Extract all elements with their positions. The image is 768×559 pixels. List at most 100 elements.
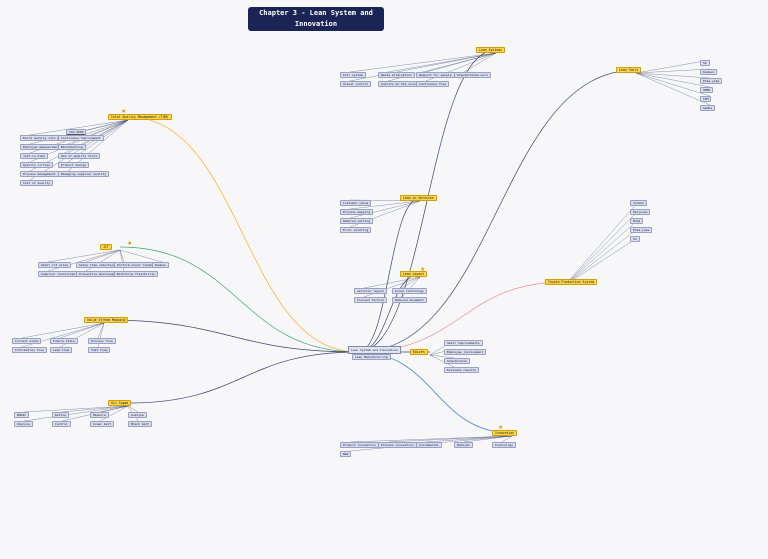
tqm-item: Managing supplier quality <box>58 171 110 177</box>
tqm-item: Product design <box>58 162 90 168</box>
value_stream-item: Information flow <box>12 347 47 353</box>
lean_tools-item-connector <box>635 72 711 97</box>
value_stream-item-connector <box>97 322 105 339</box>
lean_tools-item: Gemba <box>700 105 716 111</box>
six_sigma-item: Green belt <box>90 421 115 427</box>
lean_layout-item-connector <box>363 276 421 289</box>
tps-hub: Toyota Production System <box>545 279 598 285</box>
six_sigma-hub: Six Sigma <box>108 400 132 406</box>
innovation-item: Product innovation <box>340 442 379 448</box>
jit-item: Small lot sizes <box>38 262 72 268</box>
lean_in_services-hub: Lean in Services <box>400 195 437 201</box>
lean_layout-item-connector <box>401 276 421 289</box>
tqm-item-connector <box>29 119 129 181</box>
six_sigma-item-connector <box>23 405 129 413</box>
kaizen-item: Standardize <box>444 358 470 364</box>
jit-item-connector <box>85 249 121 263</box>
six_sigma-item: Define <box>52 412 69 418</box>
lean_systems-connector <box>357 49 497 353</box>
tps-item-connector <box>564 235 641 286</box>
six_sigma-item: DMAIC <box>14 412 30 418</box>
jit-item: Setup time reduction <box>76 262 119 268</box>
lightbulb-icon: ★ <box>121 108 127 115</box>
jit-item-connector <box>47 249 121 263</box>
lean_layout-item: Reduced movement <box>392 297 427 303</box>
tps-item: Poka-yoke <box>630 227 653 233</box>
tqm-connector <box>127 116 359 353</box>
innovation-item-connector <box>425 435 513 443</box>
tps-item: Muda <box>630 218 644 224</box>
tqm-item: Benchmarking <box>58 144 86 150</box>
lean_systems-item-connector <box>463 52 497 73</box>
innovation-hub: Innovation <box>492 430 518 436</box>
lightbulb-icon: ★ <box>127 240 133 247</box>
tqm-tag: ISO 9000 <box>66 129 87 135</box>
lean_tools-item-connector <box>635 72 711 88</box>
six_sigma-item: Black belt <box>128 421 153 427</box>
page-title: Chapter 3 - Lean System and Innovation <box>248 7 384 31</box>
lean_tools-item: SMED <box>700 87 714 93</box>
tqm-item: Continuous improvement <box>58 135 104 141</box>
lean_systems-item-connector <box>387 52 497 73</box>
lean_tools-item: TPM <box>700 96 712 102</box>
six_sigma-item-connector <box>61 405 129 413</box>
lean_in_services-item-connector <box>349 200 421 219</box>
innovation-connector <box>357 351 513 434</box>
jit-item: Workforce flexibility <box>114 271 158 277</box>
value_stream-item: Lead time <box>50 347 73 353</box>
lean_systems-item: Respect for people <box>416 72 455 78</box>
six_sigma-item: Improve <box>14 421 33 427</box>
lightbulb-icon: ★ <box>420 266 426 273</box>
six_sigma-connector <box>127 351 359 404</box>
lean_tools-item-connector <box>635 59 711 74</box>
lean_layout-item: Cellular layout <box>354 288 388 294</box>
value_stream-item: Takt time <box>88 347 111 353</box>
tqm-item-connector <box>29 119 129 136</box>
value_stream-item: Future state <box>50 338 78 344</box>
tps-item: 5S <box>630 236 640 242</box>
value_stream-hub: Value Stream Mapping <box>84 317 129 323</box>
value_stream-item: Process flow <box>88 338 116 344</box>
lean_systems-item: Standardized work <box>454 72 491 78</box>
lightbulb-icon: ★ <box>498 424 504 431</box>
lean_layout-hub: Lean Layout <box>400 271 428 277</box>
lean_in_services-item: Customer value <box>340 200 372 206</box>
lean_systems-item: Pull system <box>340 72 366 78</box>
lean_systems-item: Visual control <box>340 81 372 87</box>
jit-connector <box>119 246 359 353</box>
innovation-item: R&D <box>340 451 352 457</box>
lean_tools-connector <box>357 69 637 353</box>
innovation-item-connector <box>349 435 513 443</box>
lean_tools-item: 5S <box>700 60 710 66</box>
central-topic: Lean System and Innovation <box>348 346 401 354</box>
value_stream-item-connector <box>59 322 105 339</box>
lean_layout-connector <box>357 273 421 353</box>
lean_tools-item-connector <box>635 72 711 79</box>
tps-item-connector <box>564 217 641 286</box>
lean_systems-hub: Lean Systems <box>476 47 506 53</box>
tps-item: Heijunka <box>630 209 651 215</box>
lean_in_services-connector <box>357 197 421 353</box>
lean_in_services-item: Process mapping <box>340 209 374 215</box>
lean_tools-item: Kanban <box>700 69 717 75</box>
six_sigma-item: Measure <box>90 412 109 418</box>
lean_tools-item-connector <box>635 68 711 74</box>
value_stream-item-connector <box>21 322 105 339</box>
tqm-hub: Total Quality Management (TQM) <box>108 114 172 120</box>
innovation-item: Incremental <box>416 442 442 448</box>
central-subtopic: Lean Manufacturing <box>352 354 391 360</box>
tqm-item: Use of quality tools <box>58 153 101 159</box>
kaizen-item: Evaluate results <box>444 367 479 373</box>
lean_layout-item: Group technology <box>392 288 427 294</box>
six_sigma-item: Control <box>52 421 71 427</box>
kaizen-item: Small improvements <box>444 340 483 346</box>
tps-item-connector <box>564 226 641 286</box>
jit-item-connector <box>119 249 163 263</box>
tqm-item: Just-in-time <box>20 153 48 159</box>
lean_in_services-item: Error proofing <box>340 227 372 233</box>
six_sigma-item-connector <box>23 405 129 422</box>
innovation-item-connector <box>463 435 513 443</box>
kaizen-item-connector <box>429 354 455 368</box>
tps-item: Jidoka <box>630 200 647 206</box>
tqm-item: Quality circles <box>20 162 54 168</box>
